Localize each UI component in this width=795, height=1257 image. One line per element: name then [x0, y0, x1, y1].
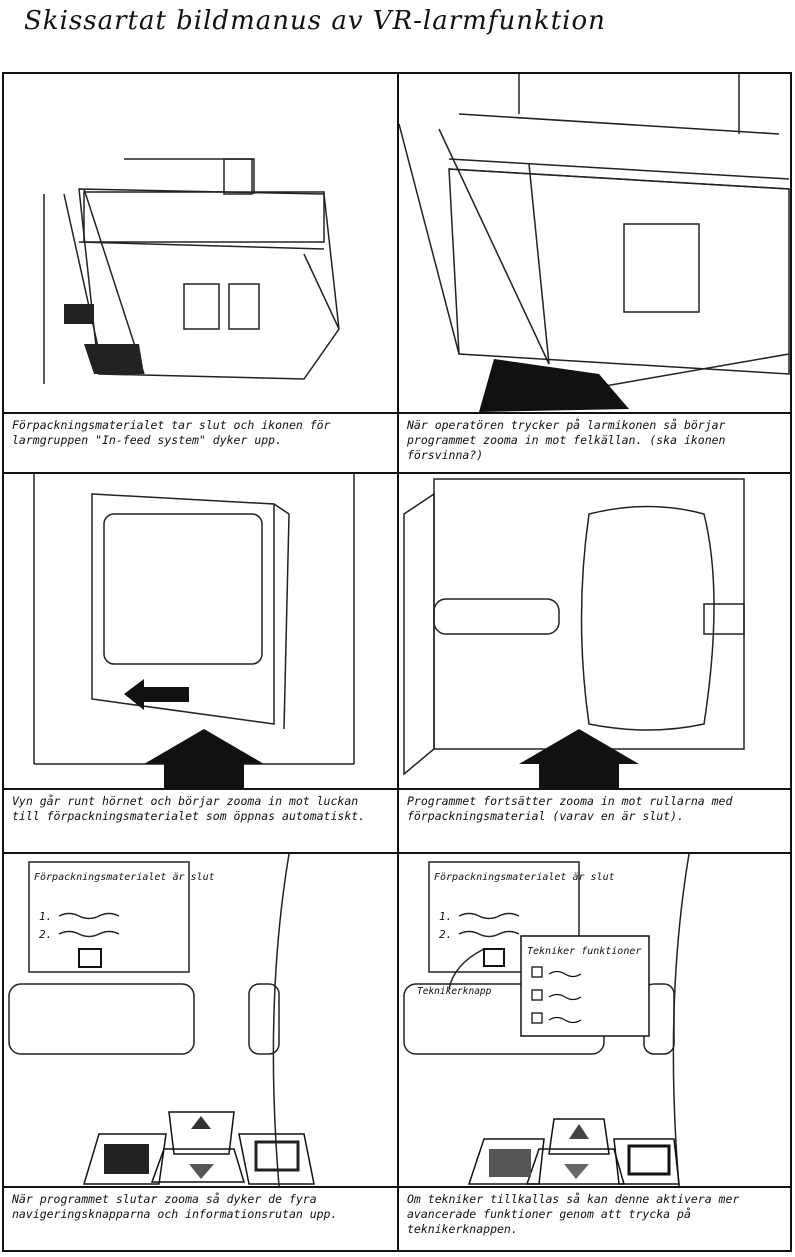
panel-2-caption: När operatören trycker på larmikonen så …: [407, 418, 726, 462]
panel-1-caption: Förpackningsmaterialet tar slut och ikon…: [12, 418, 331, 447]
info-box-item: 2.: [39, 928, 52, 941]
arrow-up-icon: [569, 1124, 589, 1139]
info-box: [428, 861, 580, 973]
arrow-down-icon: [189, 1164, 214, 1179]
nav-down-button[interactable]: [150, 1148, 246, 1183]
nav-rotate-right-button[interactable]: [613, 1138, 680, 1185]
grid-divider: [4, 472, 790, 474]
nav-rotate-left-button[interactable]: [467, 1138, 545, 1185]
page-title: Skissartat bildmanus av VR-larmfunktion: [24, 6, 606, 36]
panel-1-sketch: [4, 74, 397, 412]
technician-button[interactable]: [483, 948, 505, 967]
nav-down-button[interactable]: [525, 1148, 625, 1185]
navigation-buttons: [82, 1111, 315, 1185]
info-box-item: 1.: [439, 910, 452, 923]
panel-6-sketch: Förpackningsmaterialet är slut 1. 2. Tek…: [399, 854, 792, 1186]
rotate-right-icon: [254, 1140, 300, 1172]
arrow-up-icon: [191, 1116, 211, 1129]
checkbox[interactable]: [531, 1012, 543, 1024]
storyboard-grid: Förpackningsmaterialet tar slut och ikon…: [2, 72, 792, 1252]
info-box-item: 1.: [39, 910, 52, 923]
rotate-right-icon: [627, 1144, 671, 1176]
grid-divider: [397, 74, 399, 1250]
info-box-item: 2.: [439, 928, 452, 941]
panel-2-sketch: [399, 74, 792, 412]
grid-divider: [4, 788, 790, 790]
panel-3-caption: Vyn går runt hörnet och börjar zooma in …: [12, 794, 366, 823]
nav-up-button[interactable]: [548, 1118, 610, 1155]
checkbox[interactable]: [531, 989, 543, 1001]
panel-4-caption: Programmet fortsätter zooma in mot rulla…: [407, 794, 733, 823]
technician-functions-title: Tekniker funktioner: [527, 946, 641, 957]
nav-up-button[interactable]: [168, 1111, 235, 1155]
rotate-left-icon: [104, 1144, 149, 1174]
info-box: [28, 861, 190, 973]
technician-button[interactable]: [78, 948, 102, 968]
arrow-down-icon: [564, 1164, 589, 1179]
technician-button-label: Teknikerknapp: [417, 986, 492, 997]
rotate-left-icon: [489, 1149, 531, 1177]
panel-5-sketch: Förpackningsmaterialet är slut 1. 2.: [4, 854, 397, 1186]
panel-4-sketch: [399, 474, 792, 788]
grid-divider: [4, 412, 790, 414]
navigation-buttons: [467, 1118, 680, 1185]
info-box-title: Förpackningsmaterialet är slut: [434, 872, 615, 883]
checkbox[interactable]: [531, 966, 543, 978]
grid-divider: [4, 852, 790, 854]
info-box-title: Förpackningsmaterialet är slut: [34, 872, 215, 883]
panel-3-sketch: [4, 474, 397, 788]
nav-rotate-left-button[interactable]: [82, 1133, 167, 1185]
grid-divider: [4, 1186, 790, 1188]
panel-5-caption: När programmet slutar zooma så dyker de …: [12, 1192, 338, 1221]
panel-6-caption: Om tekniker tillkallas så kan denne akti…: [407, 1192, 740, 1236]
nav-rotate-right-button[interactable]: [238, 1133, 315, 1185]
